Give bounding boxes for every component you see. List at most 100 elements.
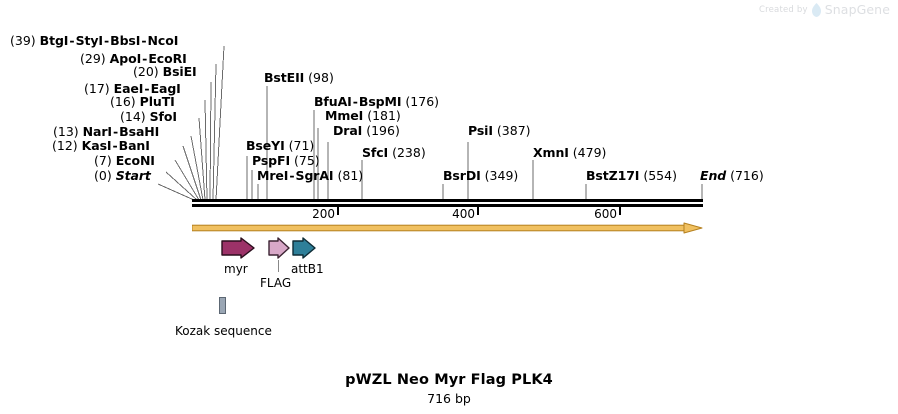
enzyme-position: (75) xyxy=(294,153,320,168)
enzyme-row: PspFI (75) xyxy=(252,154,320,168)
ruler-tick xyxy=(477,207,479,215)
enzyme-name[interactable]: BstZ17I xyxy=(586,168,640,183)
enzyme-label-stack: (39) BtgI-StyI-BbsI-NcoI (29) ApoI-EcoRI… xyxy=(0,0,898,200)
plasmid-size-label: 716 bp xyxy=(427,391,471,406)
enzyme-position: (16) xyxy=(110,94,136,109)
watermark-created-by-text: Created by xyxy=(758,4,808,15)
feature-arrow-flag[interactable] xyxy=(268,237,290,259)
enzyme-name[interactable]: BsaHI xyxy=(119,124,160,139)
enzyme-row: BsrDI (349) xyxy=(443,169,518,183)
enzyme-position: (7) xyxy=(94,153,112,168)
enzyme-name[interactable]: SgrAI xyxy=(295,168,334,183)
enzyme-name[interactable]: PspFI xyxy=(252,153,291,168)
feature-arrow-attb1[interactable] xyxy=(292,237,316,259)
snapgene-leaf-icon xyxy=(811,2,821,17)
feature-label-kozak-sequence: Kozak sequence xyxy=(175,324,272,338)
ruler-tick-label: 400 xyxy=(452,207,475,221)
enzyme-row: (16) PluTI xyxy=(110,95,175,109)
enzyme-position: (176) xyxy=(405,94,440,109)
enzyme-position: (716) xyxy=(730,168,764,183)
enzyme-name[interactable]: SfoI xyxy=(149,109,177,124)
enzyme-row: BstEII (98) xyxy=(264,71,334,85)
feature-label-attb1: attB1 xyxy=(291,262,324,276)
enzyme-position: (98) xyxy=(308,70,334,85)
enzyme-name[interactable]: EagI xyxy=(150,81,181,96)
ruler-tick-label: 200 xyxy=(312,207,335,221)
enzyme-name[interactable]: MreI xyxy=(257,168,289,183)
enzyme-position: (181) xyxy=(367,108,401,123)
watermark-brand-text: SnapGene xyxy=(824,2,890,17)
enzyme-position: (81) xyxy=(337,168,364,183)
enzyme-position: (71) xyxy=(288,138,315,153)
enzyme-name[interactable]: ApoI xyxy=(109,51,142,66)
map-title-block: pWZL Neo Myr Flag PLK4 716 bp xyxy=(0,372,898,406)
enzyme-name[interactable]: MmeI xyxy=(325,108,364,123)
enzyme-position: (13) xyxy=(53,124,79,139)
enzyme-position: (479) xyxy=(572,145,607,160)
backbone-strand-gap xyxy=(192,202,703,204)
enzyme-row: SfcI (238) xyxy=(362,146,426,160)
backbone-bottom-strand xyxy=(192,204,703,207)
enzyme-name[interactable]: NcoI xyxy=(147,33,179,48)
enzyme-name[interactable]: EaeI xyxy=(113,81,144,96)
enzyme-row: BseYI (71) xyxy=(246,139,314,153)
enzyme-row: End (716) xyxy=(700,169,764,183)
sequence-ruler: 200 400 600 xyxy=(0,207,898,223)
enzyme-row: (29) ApoI-EcoRI xyxy=(80,51,187,66)
plasmid-title: pWZL Neo Myr Flag PLK4 xyxy=(345,372,553,388)
enzyme-name[interactable]: BsrDI xyxy=(443,168,481,183)
feature-track: myr FLAG attB1 xyxy=(0,232,898,292)
enzyme-name[interactable]: BanI xyxy=(118,138,150,153)
feature-arrow-myr[interactable] xyxy=(221,237,255,259)
feature-leader-flag xyxy=(278,260,279,272)
enzyme-name[interactable]: BsiEI xyxy=(162,64,197,79)
enzyme-name[interactable]: BtgI xyxy=(39,33,69,48)
enzyme-row: MreI-SgrAI (81) xyxy=(257,168,364,183)
enzyme-name[interactable]: BfuAI xyxy=(314,94,352,109)
enzyme-row: (0) Start xyxy=(94,169,151,183)
enzyme-row: (12) KasI-BanI xyxy=(52,138,150,153)
sequence-end-label[interactable]: End xyxy=(700,168,727,183)
backbone-top-strand xyxy=(192,199,703,202)
sequence-direction-arrow xyxy=(192,222,703,234)
sequence-backbone[interactable] xyxy=(192,199,703,207)
enzyme-position: (14) xyxy=(120,109,146,124)
enzyme-position: (387) xyxy=(496,123,531,138)
enzyme-name[interactable]: XmnI xyxy=(533,145,569,160)
enzyme-position: (39) xyxy=(10,33,36,48)
ruler-tick xyxy=(619,207,621,215)
enzyme-row: (13) NarI-BsaHI xyxy=(53,124,160,139)
enzyme-name[interactable]: BstEII xyxy=(264,70,305,85)
enzyme-row: DraI (196) xyxy=(333,124,400,138)
enzyme-row: XmnI (479) xyxy=(533,146,606,160)
enzyme-name[interactable]: PsiI xyxy=(468,123,493,138)
enzyme-position: (349) xyxy=(484,168,519,183)
enzyme-position: (29) xyxy=(80,51,106,66)
enzyme-name[interactable]: SfcI xyxy=(362,145,389,160)
enzyme-name[interactable]: StyI xyxy=(75,33,103,48)
enzyme-name[interactable]: PluTI xyxy=(139,94,175,109)
enzyme-position: (20) xyxy=(133,64,159,79)
enzyme-name[interactable]: EcoRI xyxy=(148,51,187,66)
enzyme-name[interactable]: KasI xyxy=(81,138,112,153)
ruler-tick-label: 600 xyxy=(594,207,617,221)
enzyme-position: (554) xyxy=(643,168,677,183)
enzyme-row: (20) BsiEI xyxy=(133,65,197,79)
enzyme-position: (0) xyxy=(94,168,112,183)
enzyme-row: (7) EcoNI xyxy=(94,154,155,168)
enzyme-name[interactable]: EcoNI xyxy=(115,153,155,168)
sequence-start-label[interactable]: Start xyxy=(115,168,151,183)
feature-label-flag: FLAG xyxy=(260,276,292,290)
enzyme-name[interactable]: BseYI xyxy=(246,138,285,153)
feature-box-kozak-sequence[interactable] xyxy=(219,297,226,314)
enzyme-row: PsiI (387) xyxy=(468,124,531,138)
enzyme-name[interactable]: BspMI xyxy=(358,94,402,109)
ruler-tick xyxy=(337,207,339,215)
enzyme-name[interactable]: BbsI xyxy=(110,33,141,48)
enzyme-name[interactable]: DraI xyxy=(333,123,363,138)
enzyme-row: BstZ17I (554) xyxy=(586,169,677,183)
enzyme-name[interactable]: NarI xyxy=(82,124,112,139)
enzyme-position: (238) xyxy=(392,145,426,160)
enzyme-row: MmeI (181) xyxy=(325,109,401,123)
enzyme-row: (39) BtgI-StyI-BbsI-NcoI xyxy=(10,33,179,48)
